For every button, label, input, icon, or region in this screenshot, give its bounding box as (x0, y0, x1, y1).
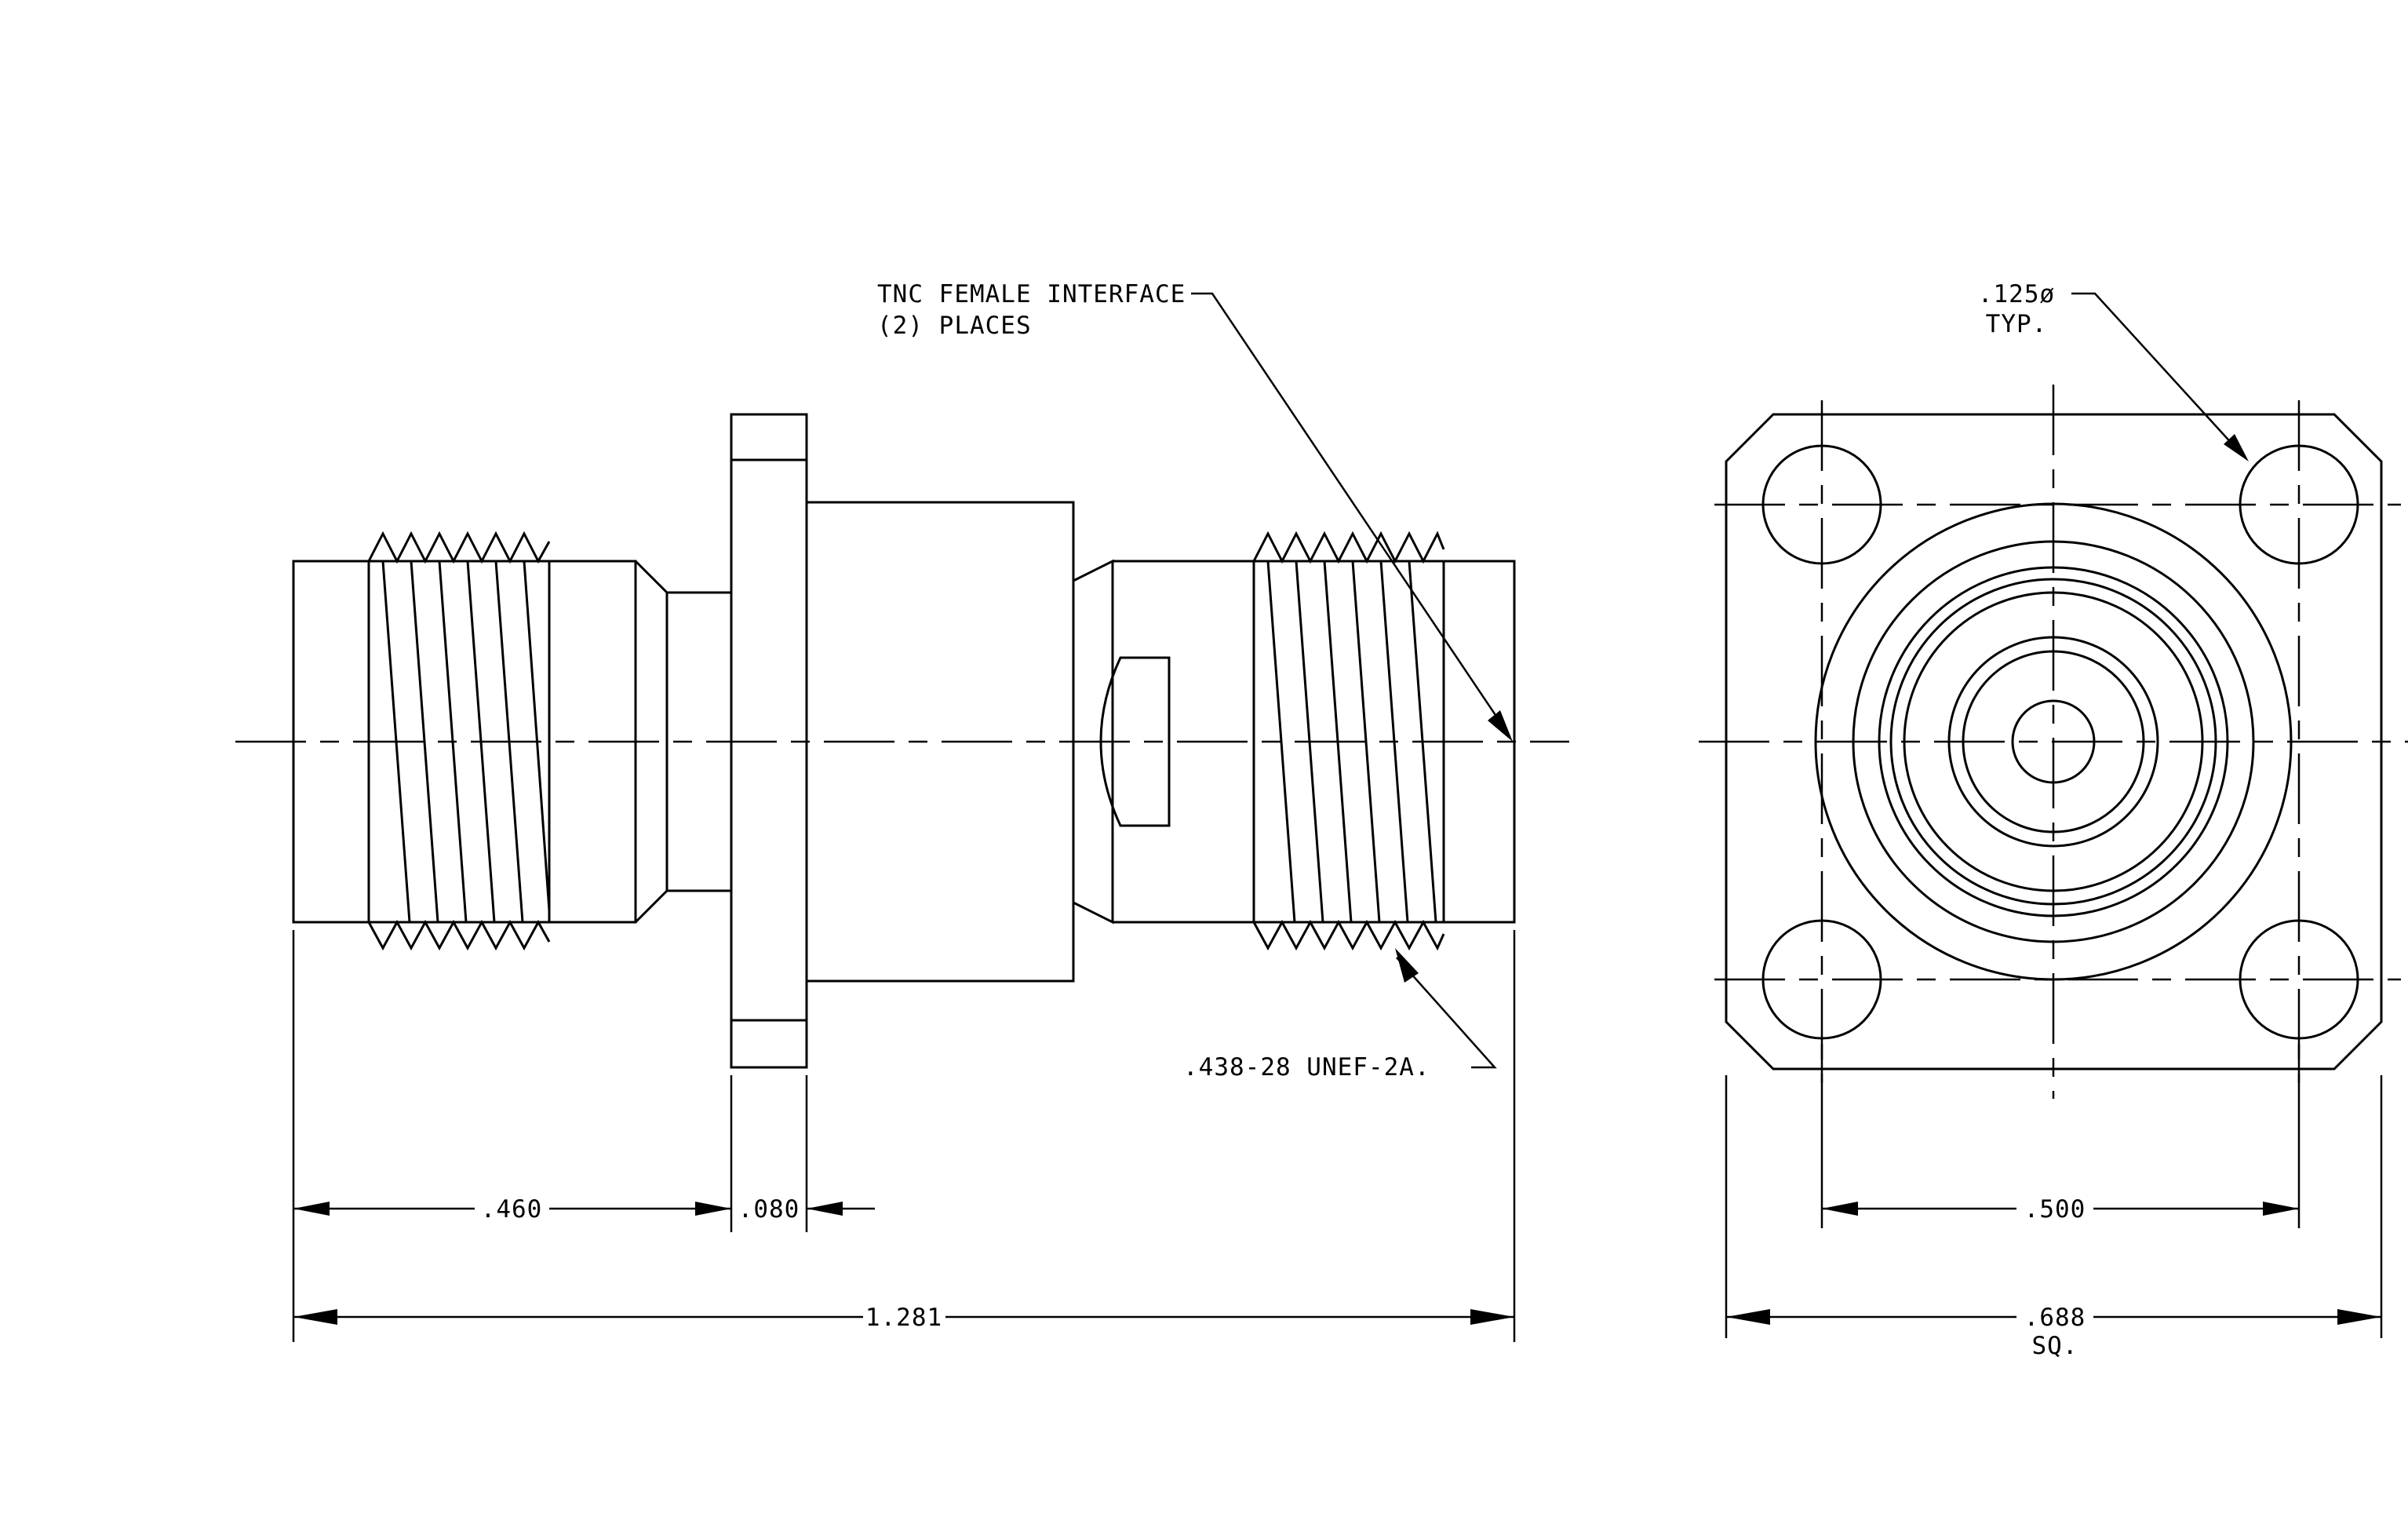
dim-flange-size: .688 SQ. (1726, 1304, 2381, 1360)
hole-callout-line1: .125ø (1978, 280, 2055, 308)
center-contact-circle (2011, 699, 2096, 784)
mounting-holes (1714, 400, 2401, 1083)
square-flange (1725, 413, 2383, 1071)
right-chamfer (1073, 559, 1114, 925)
wrench-flat (1099, 656, 1171, 827)
right-end-body (1442, 560, 1516, 924)
interface-callout-line1: TNC FEMALE INTERFACE (877, 280, 1186, 308)
dim-hole-spacing: .500 (1822, 1195, 2299, 1224)
dim-hole-spacing-label: .500 (2024, 1195, 2086, 1224)
thread-callout-label: .438-28 UNEF-2A. (1183, 1053, 1430, 1081)
dim-flange-size-line2: SQ. (2032, 1332, 2078, 1360)
dim-left-length-label: .460 (481, 1195, 543, 1224)
dim-overall-length-label: 1.281 (865, 1304, 942, 1332)
dim-overall-length: 1.281 (293, 1304, 1514, 1332)
dim-flange-thickness: .080 (738, 1195, 875, 1224)
hole-callout-line2: TYP. (1986, 310, 2048, 338)
dim-flange-size-line1: .688 (2024, 1304, 2086, 1332)
dim-flange-thickness-label: .080 (738, 1195, 800, 1224)
hole-callout: .125ø TYP. (1978, 280, 2249, 461)
end-view: .125ø TYP. .500 .688 SQ. (1699, 280, 2408, 1360)
interface-callout-line2: (2) PLACES (877, 312, 1032, 340)
thread-callout: .438-28 UNEF-2A. (1183, 948, 1497, 1081)
interface-callout: TNC FEMALE INTERFACE (2) PLACES (877, 280, 1513, 742)
main-body (805, 501, 1075, 983)
dim-left-length: .460 (293, 1195, 731, 1224)
side-view: .460 .080 1.281 TNC FEMALE INTERFACE (2)… (235, 280, 1569, 1342)
left-shoulder (548, 560, 637, 924)
